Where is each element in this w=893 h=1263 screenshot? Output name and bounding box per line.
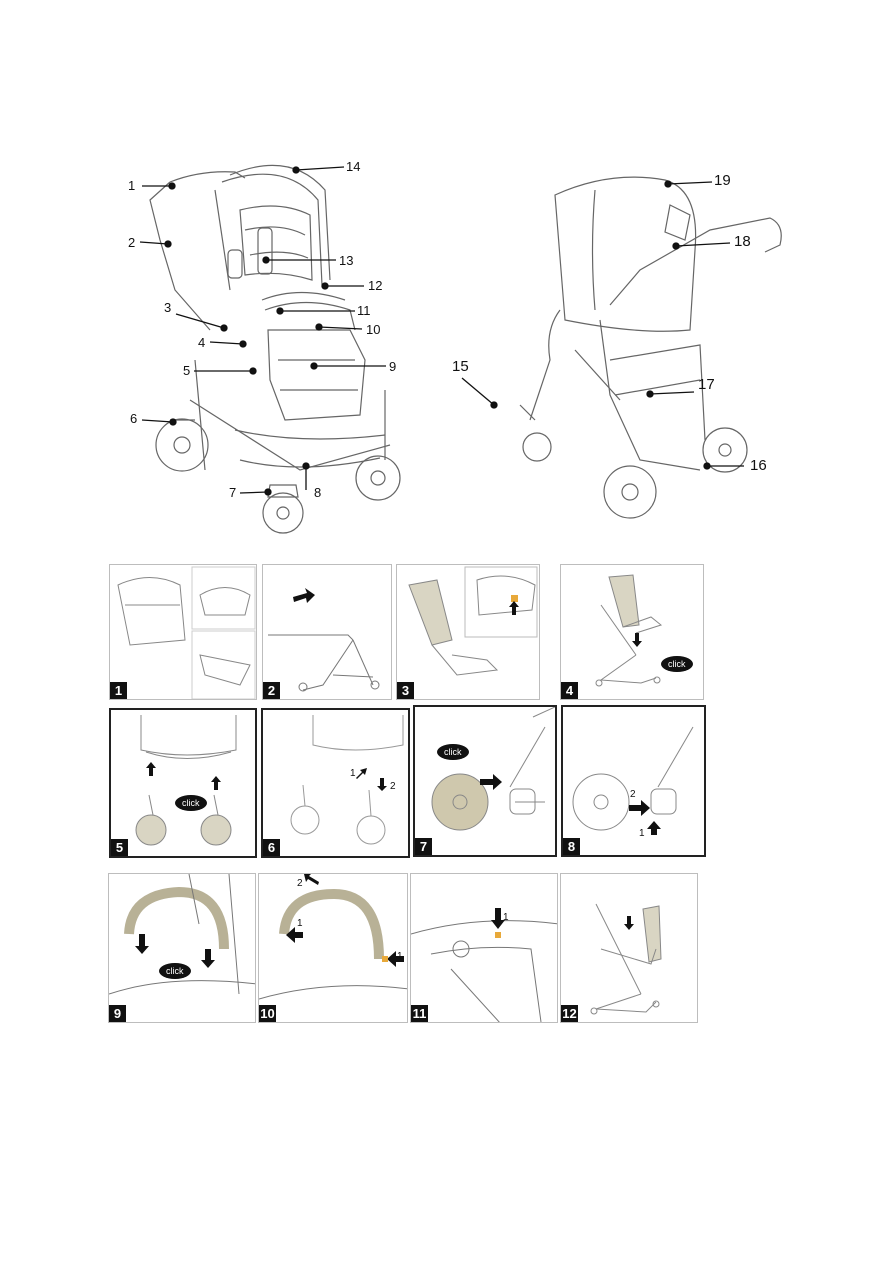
callout-label: 18 [734,233,751,250]
step-10-illustration [259,874,407,1000]
step-number-badge: 1 [110,682,127,699]
step-number-badge: 4 [561,682,578,699]
rear-stroller-illustration [519,176,782,519]
step-number-badge: 10 [259,1005,276,1022]
callout-label: 4 [198,335,206,350]
step-7-illustration [431,707,555,831]
step-6-illustration [290,715,404,845]
callout-label: 11 [357,303,371,318]
step-8-illustration [572,726,694,835]
step-panel-3: 3 [396,564,540,700]
arrow-number: 1 [350,768,356,779]
step-number-badge: 6 [263,839,280,856]
callout-label: 6 [130,411,138,426]
callout-label: 2 [128,235,136,250]
callout-label: 13 [339,253,354,268]
step-1-illustration [117,566,256,699]
step-panel-4: click 4 [560,564,704,700]
step-panel-2: 2 [262,564,392,700]
arrow-number: 2 [297,878,303,889]
callout-label: 12 [368,278,383,293]
callout-label: 10 [366,322,381,337]
arrow-number: 1 [639,828,645,839]
arrow-number: 1 [503,912,509,923]
callout-label: 5 [183,363,191,378]
callout-label: 17 [698,376,715,393]
step-panel-11: 1 11 [410,873,558,1023]
step-number-badge: 5 [111,839,128,856]
step-panel-1: 1 [109,564,257,700]
callout-label: 9 [389,359,397,374]
callout-label: 16 [750,457,767,474]
step-number-badge: 3 [397,682,414,699]
step-panel-6: 1 2 6 [261,708,410,858]
arrow-number: 2 [390,781,396,792]
step-number-badge: 12 [561,1005,578,1022]
step-number-badge: 8 [563,838,580,855]
step-panel-5: click 5 [109,708,257,858]
callout-label: 19 [714,172,731,189]
click-badge: click [175,795,207,811]
stroller-diagrams [139,164,782,534]
callout-label: 7 [229,485,237,500]
callout-label: 14 [346,159,361,174]
click-badge: click [437,744,469,760]
arrow-number: 2 [630,789,636,800]
step-panel-9: click 9 [108,873,256,1023]
step-5-illustration [135,715,237,846]
step-panel-8: 2 1 8 [561,705,706,857]
step-number-badge: 2 [263,682,280,699]
callout-label: 15 [452,358,469,375]
click-badge: click [661,656,693,672]
front-stroller-illustration [149,164,401,534]
step-12-illustration [590,903,662,1015]
step-number-badge: 9 [109,1005,126,1022]
callout-label: 1 [128,178,136,193]
step-number-badge: 11 [411,1005,428,1022]
callout-label: 3 [164,300,172,315]
step-2-illustration [268,588,380,692]
arrow-number: 1 [297,918,303,929]
step-11-illustration [411,908,557,1022]
step-3-illustration [408,566,538,676]
step-panel-7: click 7 [413,705,557,857]
step-panel-10: 2 1 1 10 [258,873,408,1023]
step-9-illustration [109,874,255,995]
callout-label: 8 [314,485,322,500]
arrow-number: 1 [397,951,403,962]
click-badge: click [159,963,191,979]
step-4-illustration [595,574,663,687]
step-number-badge: 7 [415,838,432,855]
step-panel-12: 12 [560,873,698,1023]
